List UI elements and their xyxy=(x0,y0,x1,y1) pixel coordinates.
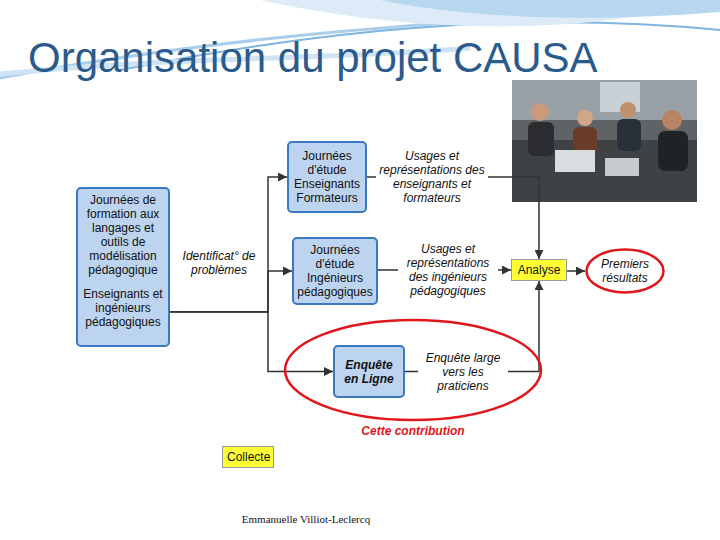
box-text: Journées de formation aux langages et ou… xyxy=(81,193,165,277)
box-text: Enquête en Ligne xyxy=(338,358,400,386)
box-subtext: Enseignants et ingénieurs pédagogiques xyxy=(81,287,165,329)
edge-label: Enquête large vers les praticiens xyxy=(418,350,508,394)
study-day-box: Journées d'étude Ingénieurs pédagogiques xyxy=(292,237,378,305)
box-text: Collecte xyxy=(227,450,269,464)
flow-arrow xyxy=(170,271,292,312)
flow-arrow xyxy=(170,177,287,312)
ellipse-outline xyxy=(285,320,541,420)
step-label: Identificat° de problèmes xyxy=(176,249,262,277)
slide-title: Organisation du projet CAUSA xyxy=(28,34,598,82)
results-ellipse: Premiers résultats xyxy=(585,248,665,294)
box-text: Premiers résultats xyxy=(585,257,665,285)
analysis-box: Analyse xyxy=(511,259,567,281)
edge-label: Usages et représentations des ingénieurs… xyxy=(398,241,498,299)
training-box: Journées de formation aux langages et ou… xyxy=(76,187,170,347)
box-text: Analyse xyxy=(516,263,562,277)
author-footer: Emmanuelle Villiot-Leclercq xyxy=(196,513,416,526)
study-day-box: Journées d'étude Enseignants Formateurs xyxy=(287,141,367,213)
box-text: Journées d'étude Ingénieurs pédagogiques xyxy=(297,243,373,299)
flow-arrow xyxy=(567,270,585,272)
edge-label: Usages et représentations des enseignant… xyxy=(376,148,488,206)
swoosh xyxy=(260,0,720,26)
survey-box: Enquête en Ligne xyxy=(333,345,405,398)
box-text: Cette contribution xyxy=(283,424,543,438)
swoosh xyxy=(380,0,720,18)
box-text: Journées d'étude Enseignants Formateurs xyxy=(292,149,362,205)
collect-box: Collecte xyxy=(222,446,274,468)
